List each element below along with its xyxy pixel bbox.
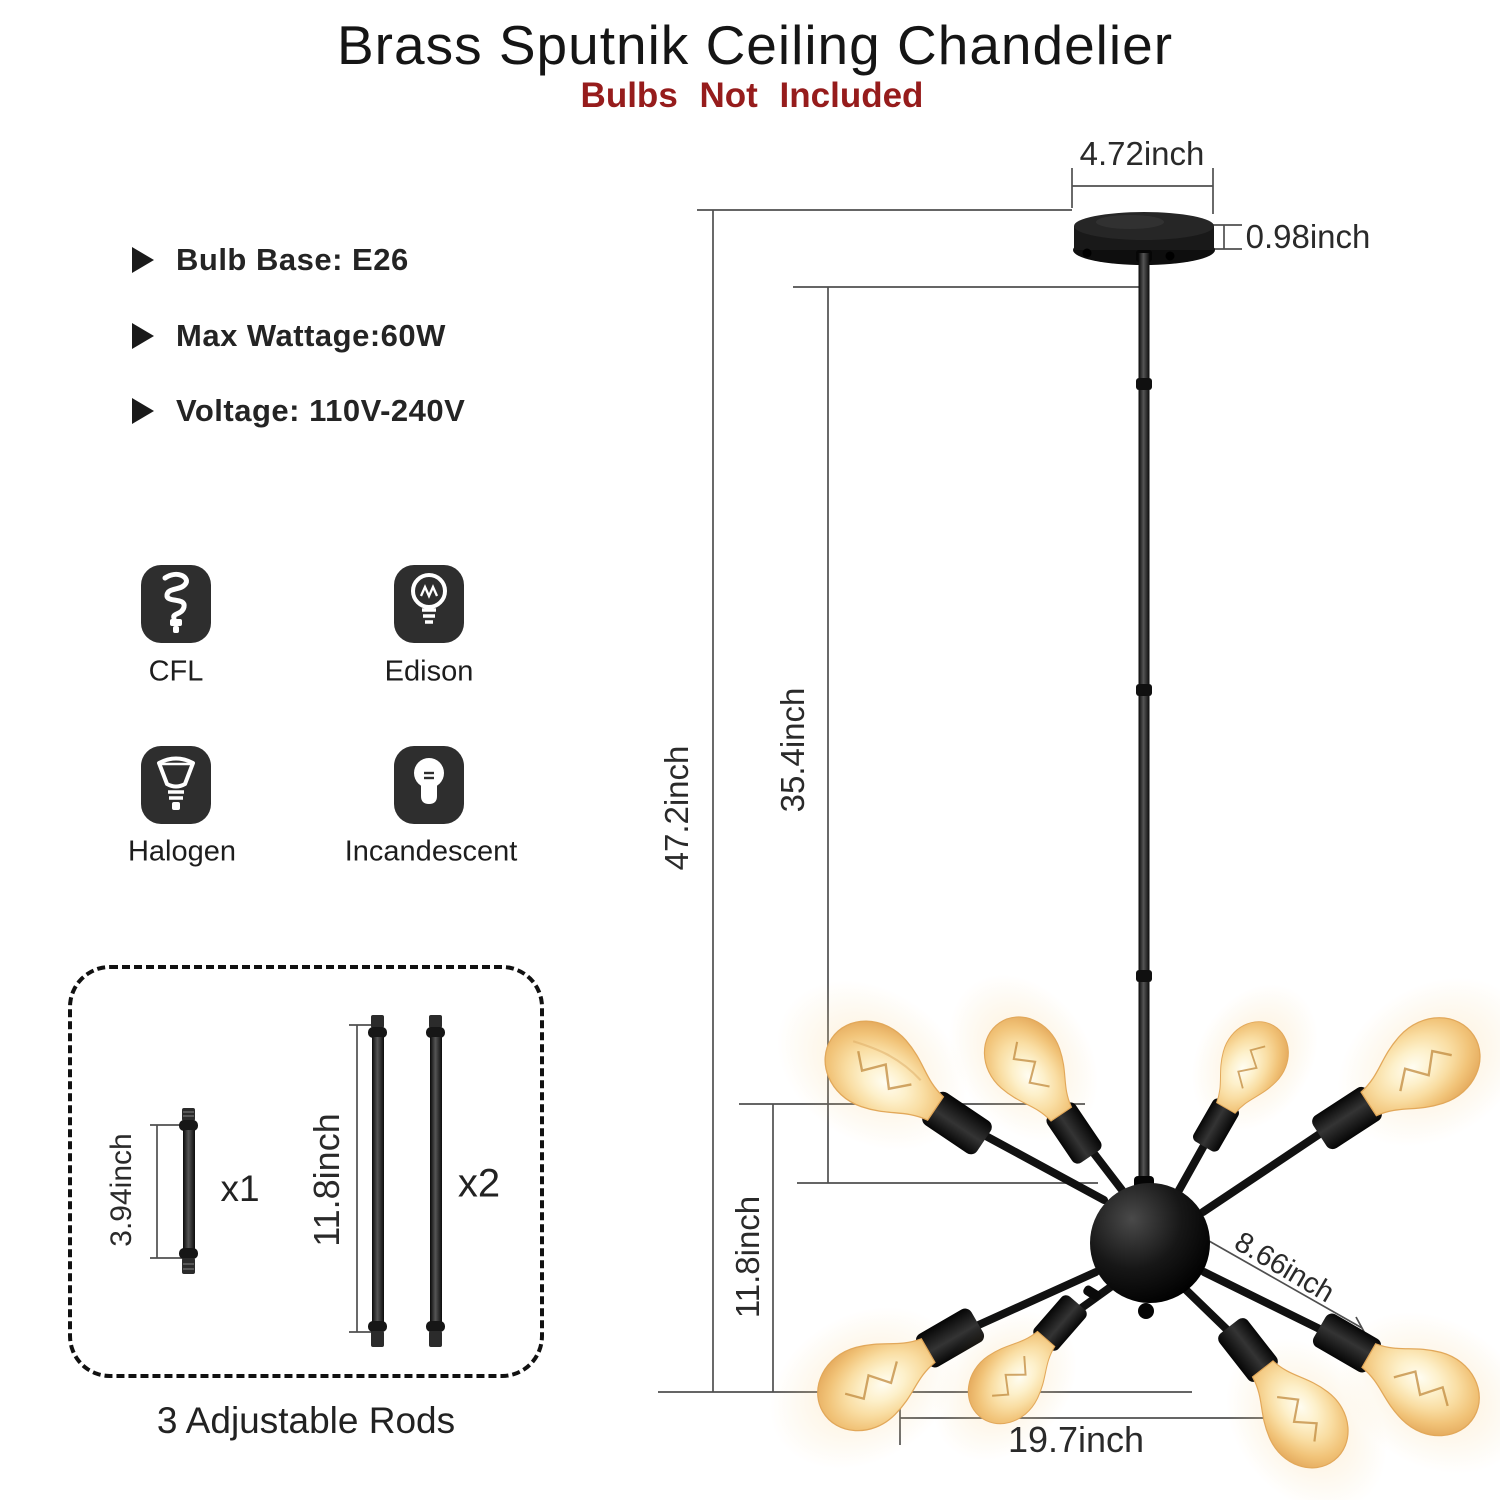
triangle-bullet-icon <box>132 247 154 273</box>
cfl-bulb-icon <box>141 565 211 643</box>
page-title: Brass Sputnik Ceiling Chandelier <box>336 14 1174 76</box>
short-rod-length-label: 3.94inch <box>105 1133 138 1247</box>
incandescent-bulb-icon <box>394 746 464 824</box>
rod-height-label: 35.4inch <box>774 687 811 813</box>
body-height-label: 11.8inch <box>729 1195 766 1319</box>
bulb-assemblies <box>769 974 1500 1500</box>
bulb-type-label: CFL <box>148 655 204 688</box>
bulb-type-label: Edison <box>384 655 474 688</box>
halogen-bulb-icon <box>141 746 211 824</box>
bulb-upper-right-near <box>1191 984 1319 1152</box>
triangle-bullet-icon <box>132 398 154 424</box>
edison-bulb-icon <box>394 565 464 643</box>
bulb-upper-left-far <box>776 980 992 1155</box>
total-height-label: 47.2inch <box>658 745 695 871</box>
bulb-type-label: Incandescent <box>344 835 518 868</box>
long-rod-graphic-2 <box>426 1015 445 1347</box>
canopy-width-label: 4.72inch <box>1079 135 1205 172</box>
long-rod-quantity-label: x2 <box>457 1161 501 1206</box>
bulb-upper-right-far <box>1312 977 1500 1150</box>
bulb-upper-left-near <box>948 974 1102 1164</box>
sputnik-sphere <box>1083 1183 1210 1319</box>
spec-label: Max Wattage:60W <box>176 318 446 353</box>
spec-row-bulb-base: Bulb Base: E26 <box>132 242 409 278</box>
downrod <box>1134 250 1154 1192</box>
body-width-label: 19.7inch <box>1007 1419 1145 1460</box>
spec-label: Bulb Base: E26 <box>176 242 409 277</box>
canopy-height-label: 0.98inch <box>1245 218 1371 255</box>
rod-kit-caption: 3 Adjustable Rods <box>156 1400 456 1441</box>
ceiling-canopy <box>1073 212 1215 265</box>
bulb-lower-left-near <box>933 1295 1087 1462</box>
page-subtitle: Bulbs Not Included <box>580 76 924 115</box>
triangle-bullet-icon <box>132 323 154 349</box>
bulb-type-label: Halogen <box>127 835 237 868</box>
bulb-lower-right-far <box>1312 1312 1500 1474</box>
rod-kit-box <box>68 965 544 1378</box>
spec-row-max-wattage: Max Wattage:60W <box>132 318 446 354</box>
chandelier-graphic <box>769 212 1500 1500</box>
spec-row-voltage: Voltage: 110V-240V <box>132 393 465 429</box>
bulb-lower-left-far <box>769 1307 985 1469</box>
short-rod-graphic <box>179 1108 198 1274</box>
long-rod-graphic-1 <box>368 1015 387 1347</box>
short-rod-quantity-label: x1 <box>220 1168 260 1209</box>
long-rod-length-label: 11.8inch <box>306 1113 347 1247</box>
spec-label: Voltage: 110V-240V <box>176 393 466 428</box>
